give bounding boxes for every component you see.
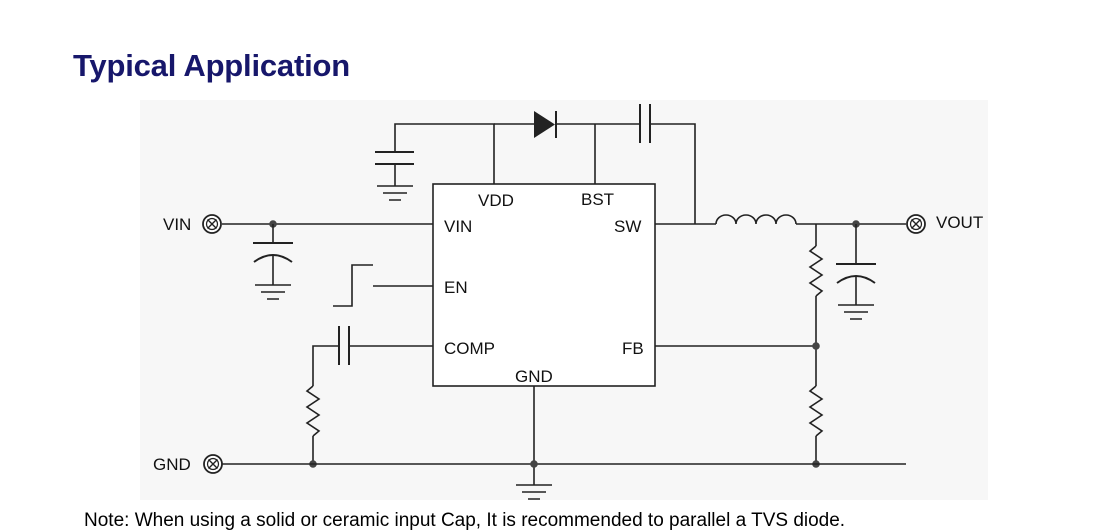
bst-cap-to-sw-wire	[650, 123, 696, 224]
fb-junction-dot	[812, 342, 820, 350]
ground-symbol-input-cap	[255, 284, 291, 300]
feedback-resistor-bottom	[808, 385, 824, 437]
output-capacitor	[836, 224, 876, 305]
vdd-wire	[394, 123, 495, 184]
ic-body	[432, 183, 656, 387]
pin-label-bst: BST	[581, 190, 614, 209]
gnd-terminal-icon	[203, 454, 223, 474]
en-step-signal-icon	[333, 264, 373, 307]
pin-label-fb: FB	[622, 339, 644, 358]
pin-label-vin: VIN	[444, 217, 472, 236]
vin-terminal-icon	[202, 214, 222, 234]
application-note: Note: When using a solid or ceramic inpu…	[84, 510, 846, 531]
comp-cap-to-resistor-wire	[312, 345, 339, 386]
inductor	[715, 214, 797, 225]
input-capacitor	[253, 224, 293, 285]
vdd-capacitor	[375, 151, 414, 186]
pin-label-comp: COMP	[444, 339, 495, 358]
pin-label-gnd: GND	[515, 367, 553, 386]
pin-label-sw: SW	[614, 217, 641, 236]
pin-label-vdd: VDD	[478, 191, 514, 210]
pin-label-en: EN	[444, 278, 468, 297]
terminal-label-vout: VOUT	[936, 213, 983, 232]
page-title: Typical Application	[73, 48, 350, 83]
compensation-resistor	[305, 385, 321, 437]
terminal-label-gnd: GND	[153, 455, 191, 474]
ic-gnd-junction-dot	[530, 460, 538, 468]
terminal-label-vin: VIN	[163, 215, 191, 234]
ground-symbol-main	[516, 484, 552, 500]
vout-terminal-icon	[906, 214, 926, 234]
ground-symbol-vdd-cap	[377, 185, 413, 201]
ground-symbol-output-cap	[838, 304, 874, 320]
feedback-resistor-top	[808, 245, 824, 297]
